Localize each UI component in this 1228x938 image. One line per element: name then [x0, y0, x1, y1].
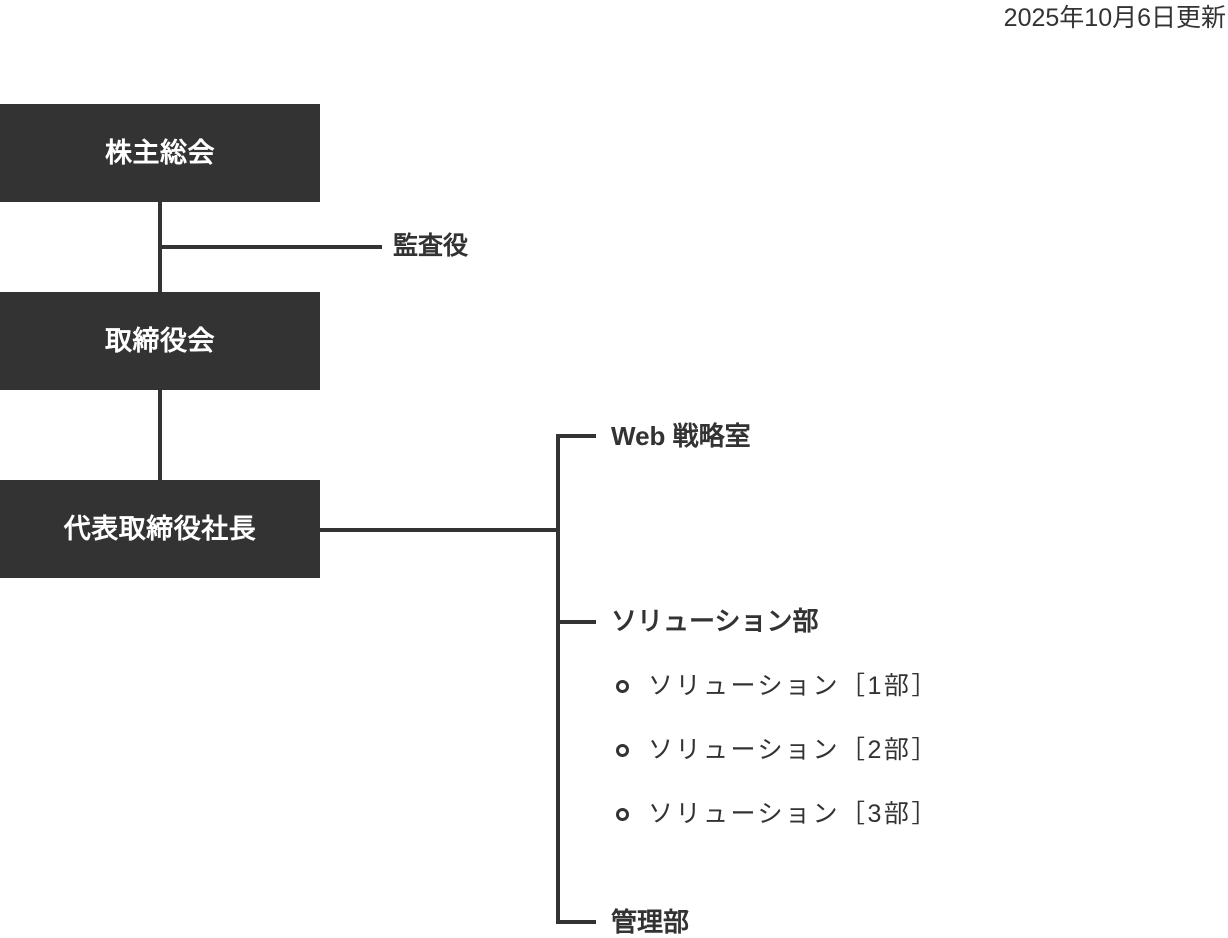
- connector-president-to-divisions: [318, 528, 560, 532]
- org-box-label: 取締役会: [105, 325, 215, 356]
- connector-board-to-president: [158, 390, 162, 482]
- division-label-management-department: 管理部: [611, 907, 690, 937]
- org-box-president: 代表取締役社長: [0, 480, 320, 578]
- list-item: ソリューション［3部］: [616, 802, 939, 827]
- auditor-label: 監査役: [393, 232, 469, 260]
- sub-division-label: ソリューション［1部］: [648, 672, 939, 700]
- org-box-board-of-directors: 取締役会: [0, 292, 320, 390]
- division-label-web-strategy-office: Web 戦略室: [611, 421, 751, 451]
- division-trunk-line: [556, 434, 560, 924]
- last-updated-date: 2025年10月6日更新: [1003, 4, 1226, 32]
- sub-division-label: ソリューション［3部］: [648, 800, 939, 828]
- connector-to-auditor: [158, 245, 382, 249]
- list-item: ソリューション［2部］: [616, 738, 939, 763]
- list-item: ソリューション［1部］: [616, 674, 939, 699]
- sub-division-label: ソリューション［2部］: [648, 736, 939, 764]
- connector-to-solution-department: [556, 620, 596, 624]
- org-box-label: 代表取締役社長: [63, 513, 257, 544]
- ring-bullet-icon: [616, 744, 629, 757]
- ring-bullet-icon: [616, 680, 629, 693]
- ring-bullet-icon: [616, 808, 629, 821]
- connector-to-management-department: [556, 920, 596, 924]
- connector-to-web-strategy-office: [556, 434, 596, 438]
- division-label-solution-department: ソリューション部: [611, 606, 819, 636]
- org-box-shareholders-meeting: 株主総会: [0, 104, 320, 202]
- org-box-label: 株主総会: [105, 137, 215, 168]
